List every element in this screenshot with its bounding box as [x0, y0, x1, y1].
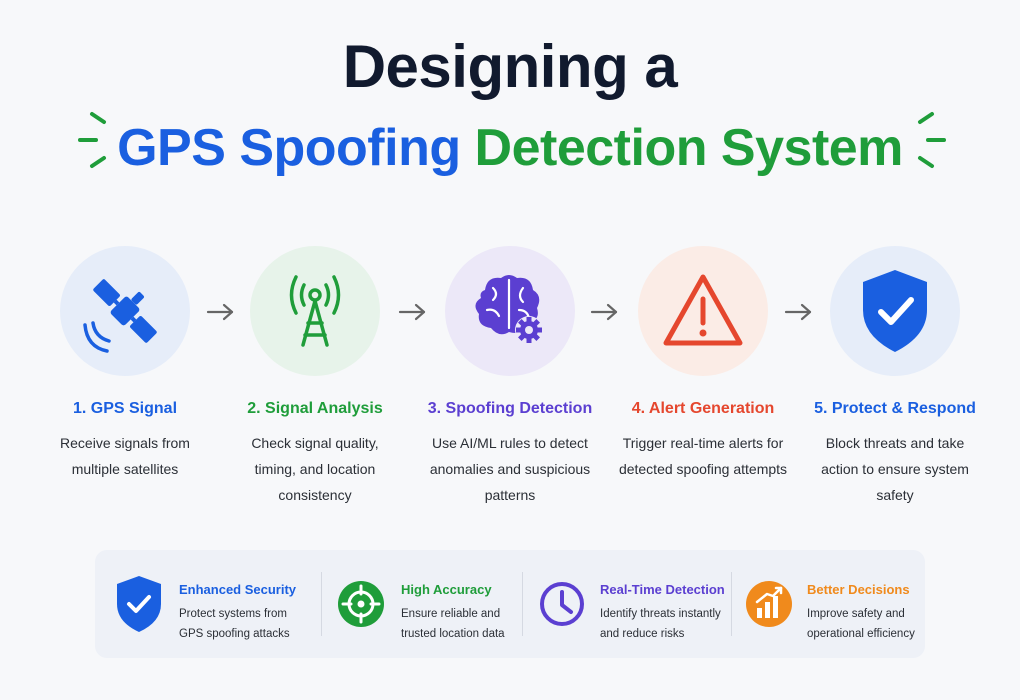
divider — [522, 572, 523, 636]
step-icon-circle — [638, 246, 768, 376]
step-spoofing-detection: 3. Spoofing Detection Use AI/ML rules to… — [415, 246, 605, 508]
crosshair-target-icon — [338, 581, 384, 627]
divider — [321, 572, 322, 636]
antenna-tower-icon — [289, 275, 341, 347]
step-description: Receive signals from multiple satellites — [60, 435, 190, 477]
step-title: 5. Protect & Respond — [814, 400, 976, 417]
step-icon-circle — [830, 246, 960, 376]
benefit-real-time-detection: Real-Time Detection Identify threats ins… — [522, 550, 732, 658]
step-description: Trigger real-time alerts for detected sp… — [618, 435, 788, 477]
benefit-title: Enhanced Security — [179, 582, 297, 597]
step-alert-generation: 4. Alert Generation Trigger real-time al… — [608, 246, 798, 482]
step-title: 1. GPS Signal — [72, 400, 178, 417]
benefit-high-accuracy: High Accuracy Ensure reliable and truste… — [321, 550, 521, 658]
arrow-right-icon — [206, 303, 234, 321]
step-icon-circle — [60, 246, 190, 376]
benefit-title: Better Decisions — [807, 582, 910, 597]
benefit-description: Ensure reliable and trusted location dat… — [401, 608, 505, 640]
page-title-line1: Designing a — [342, 33, 678, 100]
warning-triangle-icon — [663, 274, 743, 346]
title-detection-system: Detection System — [474, 119, 904, 177]
step-icon-circle — [445, 246, 575, 376]
title-gps-spoofing: GPS Spoofing — [117, 119, 461, 177]
step-protect-respond: 5. Protect & Respond Block threats and t… — [800, 246, 990, 508]
arrow-right-icon — [784, 303, 812, 321]
benefit-title: High Accuracy — [401, 582, 492, 597]
benefit-description: Identify threats instantly and reduce ri… — [600, 608, 721, 640]
benefits-panel: Enhanced Security Protect systems from G… — [95, 550, 925, 658]
benefit-title: Real-Time Detection — [600, 582, 725, 597]
benefit-description: Protect systems from GPS spoofing attack… — [179, 608, 290, 640]
step-title: 2. Signal Analysis — [247, 400, 383, 417]
brain-gear-icon — [475, 275, 543, 344]
step-title: 3. Spoofing Detection — [427, 400, 593, 417]
bar-chart-icon — [746, 581, 792, 627]
step-description: Use AI/ML rules to detect anomalies and … — [429, 435, 591, 503]
divider — [731, 572, 732, 636]
arrow-right-icon — [590, 303, 618, 321]
spark-left-icon — [78, 112, 106, 168]
arrow-right-icon — [398, 303, 426, 321]
step-description: Block threats and take action to ensure … — [821, 435, 969, 503]
benefit-enhanced-security: Enhanced Security Protect systems from G… — [95, 550, 320, 658]
satellite-icon — [83, 279, 157, 353]
step-icon-circle — [250, 246, 380, 376]
shield-check-icon — [863, 270, 927, 352]
page-title-line2: GPS Spoofing Detection System — [0, 118, 1020, 178]
spark-right-icon — [918, 112, 946, 168]
shield-check-icon — [117, 576, 161, 632]
benefit-description: Improve safety and operational efficienc… — [807, 608, 915, 640]
step-title: 4. Alert Generation — [631, 400, 775, 417]
clock-icon — [540, 582, 584, 626]
step-signal-analysis: 2. Signal Analysis Check signal quality,… — [220, 246, 410, 508]
step-description: Check signal quality, timing, and locati… — [251, 435, 379, 503]
benefit-better-decisions: Better Decisions Improve safety and oper… — [731, 550, 925, 658]
step-gps-signal: 1. GPS Signal Receive signals from multi… — [30, 246, 220, 482]
